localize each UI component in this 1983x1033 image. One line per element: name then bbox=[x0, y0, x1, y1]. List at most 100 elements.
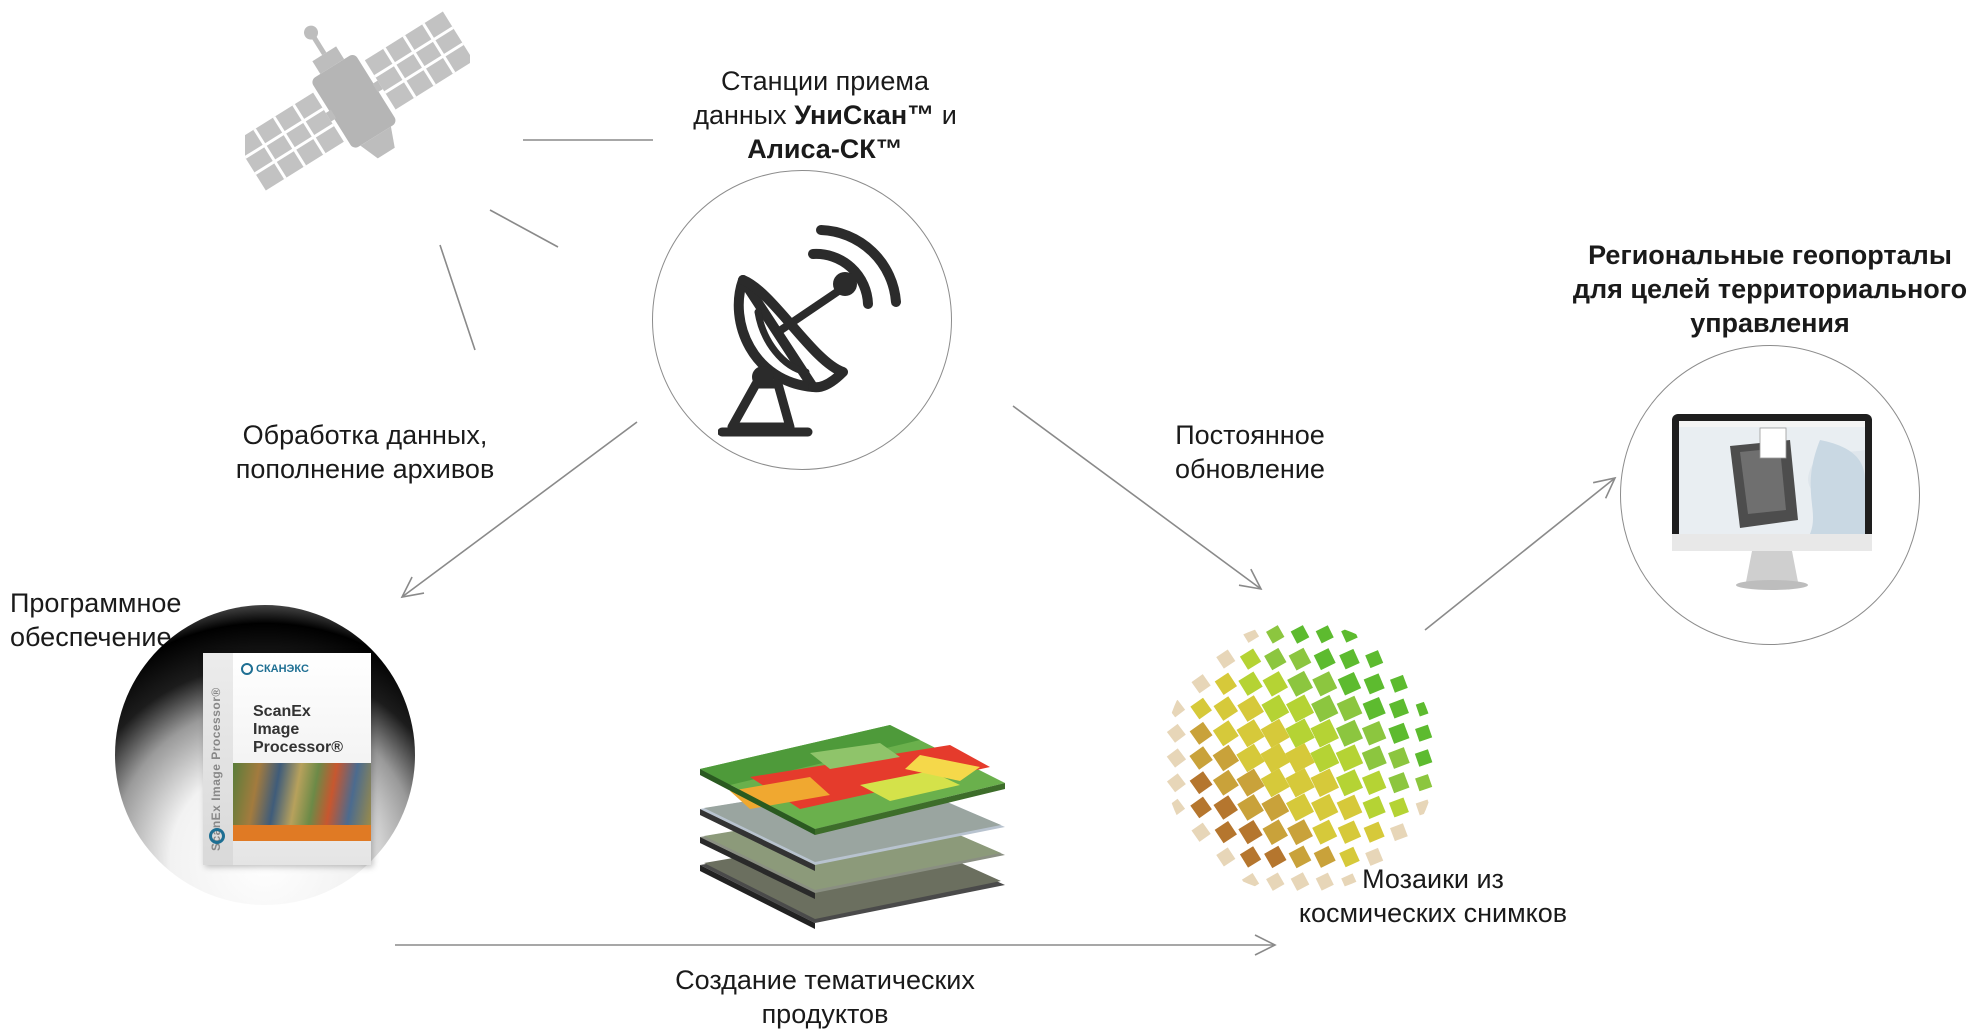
globe-tile bbox=[1285, 768, 1315, 798]
globe-tile bbox=[1260, 768, 1290, 798]
globe-tile bbox=[1288, 647, 1312, 671]
globe-tile bbox=[1313, 845, 1336, 868]
globe-tile bbox=[1236, 719, 1265, 748]
globe-tile bbox=[1390, 674, 1408, 693]
globe-tile bbox=[1266, 625, 1285, 644]
processing-label: Обработка данных, пополнение архивов bbox=[235, 420, 495, 484]
globe-tile bbox=[1365, 847, 1384, 866]
globe-tile bbox=[1361, 721, 1387, 746]
satellite-link-line-3 bbox=[439, 244, 476, 351]
box-image-strip bbox=[233, 763, 371, 825]
globe-tile bbox=[1335, 719, 1364, 747]
globe-tile bbox=[1311, 694, 1339, 723]
globe-tile bbox=[1286, 694, 1315, 723]
globe-tile bbox=[1236, 768, 1265, 797]
globe-tile bbox=[1239, 648, 1262, 670]
globe-tile bbox=[1190, 796, 1212, 819]
globe-tile bbox=[1337, 672, 1362, 696]
globe-tile bbox=[1388, 772, 1410, 794]
geoportals-label: Региональные геопорталы для целей террит… bbox=[1572, 240, 1968, 338]
globe-tile bbox=[1414, 749, 1433, 767]
globe-tile bbox=[1262, 671, 1289, 697]
satellite-dish-icon bbox=[718, 225, 901, 437]
globe-tile bbox=[1166, 748, 1187, 768]
globe-tile bbox=[1213, 795, 1238, 820]
globe-tile bbox=[1236, 743, 1265, 773]
globe-tile bbox=[1388, 698, 1409, 719]
globe-tile bbox=[1313, 648, 1336, 671]
station-label: Станции приема данных УниСкан™ и Алиса-С… bbox=[693, 66, 957, 164]
globe-tile bbox=[1212, 769, 1239, 796]
globe-tile bbox=[1166, 723, 1186, 743]
globe-tile bbox=[1315, 625, 1334, 644]
globe-tile bbox=[1339, 648, 1360, 670]
globe-tile bbox=[1363, 821, 1385, 843]
globe-tile bbox=[1310, 718, 1339, 748]
globe-tile bbox=[1361, 770, 1387, 795]
globe-tile bbox=[1191, 822, 1211, 842]
thematic-label: Создание тематических продуктов bbox=[675, 965, 975, 1029]
satellite-icon bbox=[245, 11, 470, 191]
globe-tile bbox=[1167, 798, 1186, 817]
globe-tile bbox=[1341, 626, 1358, 643]
globe-tile bbox=[1290, 625, 1310, 644]
globe-tile bbox=[1312, 671, 1338, 697]
globe-tile bbox=[1388, 722, 1410, 744]
update-label: Постоянное обновление bbox=[1175, 420, 1325, 484]
globe-tile bbox=[1212, 744, 1240, 772]
globe-tile bbox=[1362, 795, 1386, 820]
software-label: Программное обеспечение bbox=[10, 588, 182, 652]
box-product-name: ScanEx Image Processor® bbox=[253, 703, 344, 756]
globe-tile bbox=[1214, 820, 1237, 844]
globe-tile bbox=[1191, 674, 1211, 694]
globe-tile bbox=[1285, 743, 1315, 773]
globe-tile bbox=[1214, 672, 1238, 695]
globe-tile bbox=[1310, 768, 1340, 797]
globe-tile bbox=[1288, 845, 1312, 869]
globe-tile bbox=[1287, 819, 1313, 846]
globe-tile bbox=[1415, 774, 1433, 792]
globe-tile bbox=[1237, 695, 1264, 722]
globe-tile bbox=[1337, 820, 1362, 844]
globe-tile bbox=[1261, 793, 1290, 822]
box-spine-text: ScanEx Image Processor® bbox=[209, 687, 223, 851]
globe-tile bbox=[1339, 846, 1360, 868]
globe-tile bbox=[1260, 718, 1290, 748]
globe-tile bbox=[1213, 696, 1239, 721]
globe-tile bbox=[1310, 743, 1340, 773]
box-brand: СКАНЭКС bbox=[241, 663, 309, 675]
globe-tile bbox=[1388, 747, 1410, 769]
globe-tile bbox=[1241, 873, 1260, 891]
box-spine-logo bbox=[209, 828, 225, 844]
globe-tile bbox=[1311, 793, 1339, 822]
globe-tile bbox=[1312, 819, 1338, 845]
globe-tile bbox=[1361, 745, 1387, 771]
globe-tile bbox=[1415, 799, 1432, 816]
globe-tile bbox=[1260, 743, 1291, 773]
globe-tile bbox=[1167, 699, 1186, 718]
globe-tile bbox=[1189, 746, 1213, 770]
globe-tile bbox=[1166, 773, 1186, 793]
globe-tile bbox=[1336, 695, 1363, 722]
arrow-to-mosaics bbox=[1012, 405, 1263, 591]
globe-tile bbox=[1315, 872, 1334, 891]
globe-tile bbox=[1335, 769, 1364, 797]
globe-tile bbox=[1261, 694, 1290, 723]
satellite-link-line-2 bbox=[489, 209, 559, 248]
globe-tile bbox=[1212, 720, 1239, 747]
globe-tile bbox=[1238, 819, 1263, 845]
globe-tile bbox=[1335, 744, 1364, 772]
globe-tile bbox=[1262, 819, 1288, 845]
globe-tile bbox=[1362, 697, 1386, 721]
map-layers-icon bbox=[700, 725, 1005, 929]
globe-tile bbox=[1363, 673, 1385, 695]
arrow-to-geoportals bbox=[1424, 476, 1617, 631]
globe-tile bbox=[1290, 872, 1310, 891]
globe-tile bbox=[1216, 847, 1236, 867]
arrow-to-software bbox=[400, 421, 638, 599]
globe-tile bbox=[1286, 793, 1315, 822]
globe-tile bbox=[1287, 670, 1313, 697]
globe-tile bbox=[1264, 647, 1287, 671]
globe-tile bbox=[1189, 721, 1213, 745]
globe-tile bbox=[1241, 625, 1260, 643]
